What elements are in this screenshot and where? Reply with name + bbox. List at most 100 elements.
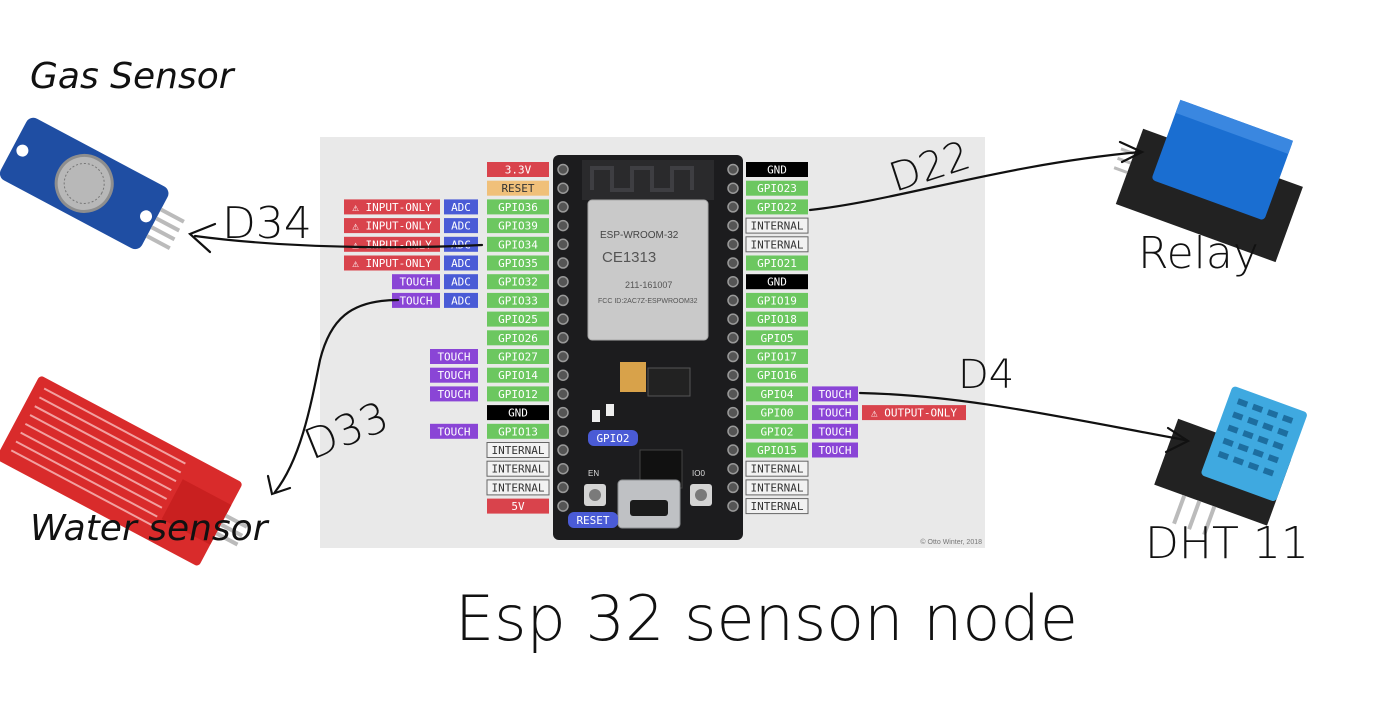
right-pin-gpio4: GPIO4 [746,386,808,402]
left-pin-5v: 5V [487,498,549,514]
right-pin-gpio19: GPIO19 [746,292,808,308]
right-pin-internal: INTERNAL [745,479,809,496]
left-pin-gpio34: GPIO34 [487,236,549,252]
header-pin [727,201,739,213]
tag-adc: ADC [444,218,478,234]
tag-adc: ADC [444,255,478,271]
header-pin [727,388,739,400]
tag-touch: TOUCH [430,367,478,383]
header-pin [557,201,569,213]
left-pin-gpio12: GPIO12 [487,386,549,402]
svg-text:TOUCH: TOUCH [437,369,470,382]
svg-text:GPIO14: GPIO14 [498,369,538,382]
tag-adc: ADC [444,274,478,290]
relay-module-image [1113,99,1303,263]
svg-text:INTERNAL: INTERNAL [492,463,545,476]
dht11-sensor-image [1154,386,1307,536]
header-pin [727,163,739,176]
header-pin [727,369,739,381]
module-cert: 211-161007 [625,280,672,290]
relay-label: Relay [1138,228,1259,279]
header-pin [727,481,739,494]
svg-text:TOUCH: TOUCH [399,294,432,307]
tag-input-only: ⚠ INPUT-ONLY [344,218,440,234]
svg-text:RESET: RESET [501,182,534,195]
header-pin [557,406,569,419]
svg-text:GPIO39: GPIO39 [498,220,538,233]
left-pin-header [557,163,569,512]
left-pin-gpio27: GPIO27 [487,349,549,364]
svg-text:TOUCH: TOUCH [818,407,851,420]
right-pin-gpio0: GPIO0 [746,405,808,421]
ce-mark: CE1313 [602,249,656,266]
svg-text:GND: GND [767,164,787,177]
svg-text:ADC: ADC [451,276,471,289]
header-pin [557,332,569,344]
header-pin [727,444,739,456]
tag-touch: TOUCH [430,423,478,439]
svg-text:GPIO15: GPIO15 [757,444,797,457]
svg-text:RESET: RESET [576,514,609,527]
header-pin [727,462,739,475]
right-pin-gpio5: GPIO5 [746,330,808,346]
svg-text:GPIO5: GPIO5 [760,332,793,345]
left-pin-gpio32: GPIO32 [487,274,549,290]
left-pin-gpio25: GPIO25 [487,311,549,327]
svg-text:ADC: ADC [451,294,471,307]
header-pin [727,275,739,288]
header-pin [727,332,739,344]
tag-touch: TOUCH [812,423,858,439]
header-pin [557,275,569,288]
svg-text:TOUCH: TOUCH [818,444,851,457]
right-pin-header [727,163,739,512]
tag-touch: TOUCH [392,292,440,308]
left-pin-internal: INTERNAL [486,442,550,458]
right-pin-gpio22: GPIO22 [746,199,808,215]
left-pin-gpio26: GPIO26 [487,330,549,346]
svg-text:INTERNAL: INTERNAL [751,500,804,513]
header-pin [557,313,569,325]
left-pin-3.3v: 3.3V [487,162,549,177]
header-pin [557,163,569,176]
left-pin-gpio13: GPIO13 [487,423,549,439]
right-pin-gpio21: GPIO21 [746,255,808,271]
tag-adc: ADC [444,292,478,308]
right-pin-gpio15: GPIO15 [746,442,808,458]
svg-text:GPIO32: GPIO32 [498,276,538,289]
header-pin [727,182,739,194]
header-pin [557,500,569,512]
svg-text:GPIO19: GPIO19 [757,294,797,307]
gpio2-led-callout: GPIO2 [588,430,638,446]
svg-text:⚠ OUTPUT-ONLY: ⚠ OUTPUT-ONLY [871,407,957,420]
svg-text:INTERNAL: INTERNAL [751,238,804,251]
wire-d4 [858,391,1187,442]
water-sensor-image [0,376,248,566]
svg-text:ADC: ADC [451,220,471,233]
right-pin-gpio18: GPIO18 [746,311,808,327]
regulator-chip [620,362,646,392]
svg-text:INTERNAL: INTERNAL [492,481,545,494]
left-pin-gpio39: GPIO39 [487,218,549,234]
svg-text:GPIO36: GPIO36 [498,201,538,214]
esp32-board: ESP-WROOM-32 CE1313 211-161007 FCC ID:2A… [553,155,743,540]
dht11-label: DHT 11 [1145,518,1309,569]
svg-text:TOUCH: TOUCH [437,351,470,364]
header-pin [557,462,569,475]
right-pin-gnd: GND [746,274,808,290]
svg-text:GPIO23: GPIO23 [757,182,797,195]
right-pin-internal: INTERNAL [745,217,809,234]
tag-touch: TOUCH [430,386,478,402]
svg-text:GPIO34: GPIO34 [498,238,538,251]
credit-text: © Otto Winter, 2018 [920,538,982,546]
header-pin [557,219,569,232]
header-pin [727,294,739,307]
right-pin-labels: GNDGPIO23GPIO22INTERNALINTERNALGPIO21GND… [745,162,966,515]
tag-touch: TOUCH [812,405,858,421]
svg-text:GPIO0: GPIO0 [760,407,793,420]
svg-text:INTERNAL: INTERNAL [751,220,804,233]
module-label: ESP-WROOM-32 [600,230,679,241]
left-pin-gpio14: GPIO14 [487,367,549,383]
header-pin [557,481,569,494]
arrow-d33 [266,474,292,496]
